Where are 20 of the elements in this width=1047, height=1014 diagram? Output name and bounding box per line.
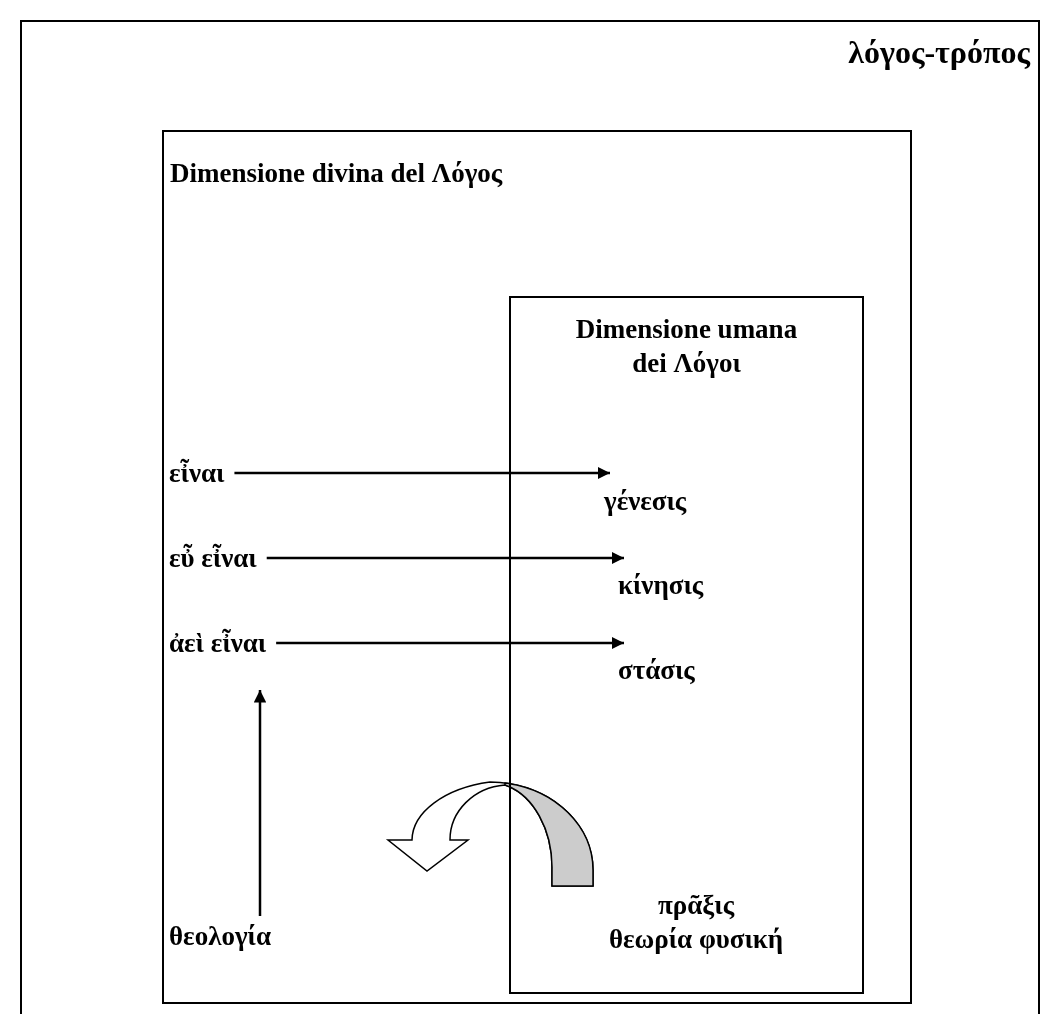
- greek-term: θεωρία φυσική: [608, 923, 784, 956]
- arrow: [234, 466, 610, 480]
- frame-title: λόγος-τρόπος: [848, 36, 1030, 68]
- arrow: [266, 551, 624, 565]
- greek-term: κίνησις: [618, 568, 704, 602]
- greek-term: ἀεὶ εἶναι: [169, 626, 267, 660]
- greek-term: γένεσις: [604, 484, 687, 518]
- curved-block-arrow: [387, 781, 594, 887]
- greek-term: εἶναι: [169, 456, 225, 490]
- greek-term: εὖ εἶναι: [169, 541, 257, 575]
- human-dimension-box: [509, 296, 864, 994]
- box-heading: Dimensione divina del Λόγος: [170, 160, 503, 187]
- outer-frame: [20, 20, 1040, 1014]
- arrow: [276, 636, 624, 650]
- arrow: [253, 690, 267, 916]
- greek-term: θεολογία: [169, 919, 271, 953]
- greek-term: στάσις: [618, 653, 695, 687]
- divine-dimension-box: [162, 130, 912, 1004]
- greek-term: πρᾶξις: [657, 889, 735, 922]
- box-heading: Dimensione umana dei Λόγοι: [574, 313, 799, 380]
